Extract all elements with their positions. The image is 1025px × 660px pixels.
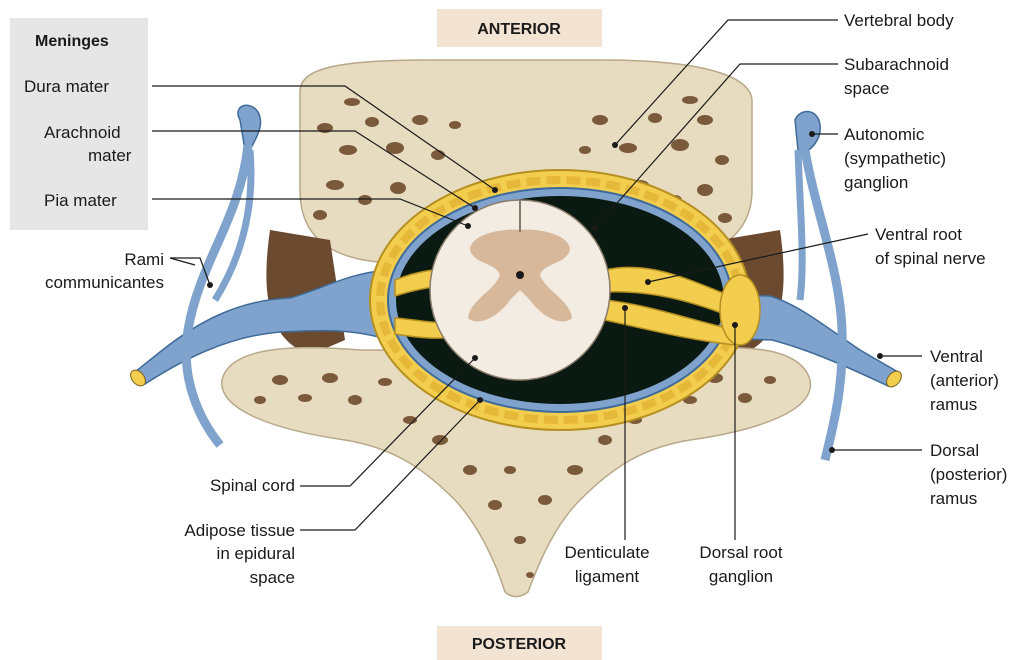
- meninges-title: Meninges: [35, 33, 109, 50]
- drg-label-1: Dorsal root: [699, 543, 782, 562]
- autonomic-label-1: Autonomic: [844, 125, 925, 144]
- ventral-ramus-label-1: Ventral: [930, 347, 983, 366]
- right-rami: [798, 150, 802, 300]
- anterior-label: ANTERIOR: [477, 21, 561, 38]
- left-ganglion: [238, 105, 261, 150]
- dorsal-ramus-label-3: ramus: [930, 489, 977, 508]
- rami-label-1: Rami: [124, 250, 164, 269]
- ventral-root-label-1: Ventral root: [875, 225, 962, 244]
- pia-mater-label: Pia mater: [44, 191, 117, 210]
- vertebral-body-label: Vertebral body: [844, 11, 954, 30]
- spinal-cord: [430, 200, 610, 380]
- arachnoid-label-2: mater: [88, 146, 132, 165]
- dorsal-ramus-label-2: (posterior): [930, 465, 1007, 484]
- dura-mater-label: Dura mater: [24, 77, 109, 96]
- dorsal-root-ganglion: [720, 275, 760, 345]
- posterior-label: POSTERIOR: [472, 636, 567, 653]
- adipose-label-2: in epidural: [217, 544, 295, 563]
- right-ganglion: [795, 112, 820, 152]
- ventral-ramus-label-3: ramus: [930, 395, 977, 414]
- denticulate-label-1: Denticulate: [564, 543, 649, 562]
- arachnoid-label: Arachnoid: [44, 123, 121, 142]
- right-sympathetic-trunk: [805, 150, 842, 460]
- ventral-root-label-2: of spinal nerve: [875, 249, 986, 268]
- dorsal-ramus-label-1: Dorsal: [930, 441, 979, 460]
- drg-label-2: ganglion: [709, 567, 773, 586]
- autonomic-label-2: (sympathetic): [844, 149, 946, 168]
- subarachnoid-label-1: Subarachnoid: [844, 55, 949, 74]
- ventral-ramus-label-2: (anterior): [930, 371, 999, 390]
- denticulate-label-2: ligament: [575, 567, 640, 586]
- autonomic-label-3: ganglion: [844, 173, 908, 192]
- rami-label-2: communicantes: [45, 273, 164, 292]
- adipose-label-3: space: [250, 568, 295, 587]
- adipose-label-1: Adipose tissue: [184, 521, 295, 540]
- subarachnoid-label-2: space: [844, 79, 889, 98]
- spinal-cord-label: Spinal cord: [210, 476, 295, 495]
